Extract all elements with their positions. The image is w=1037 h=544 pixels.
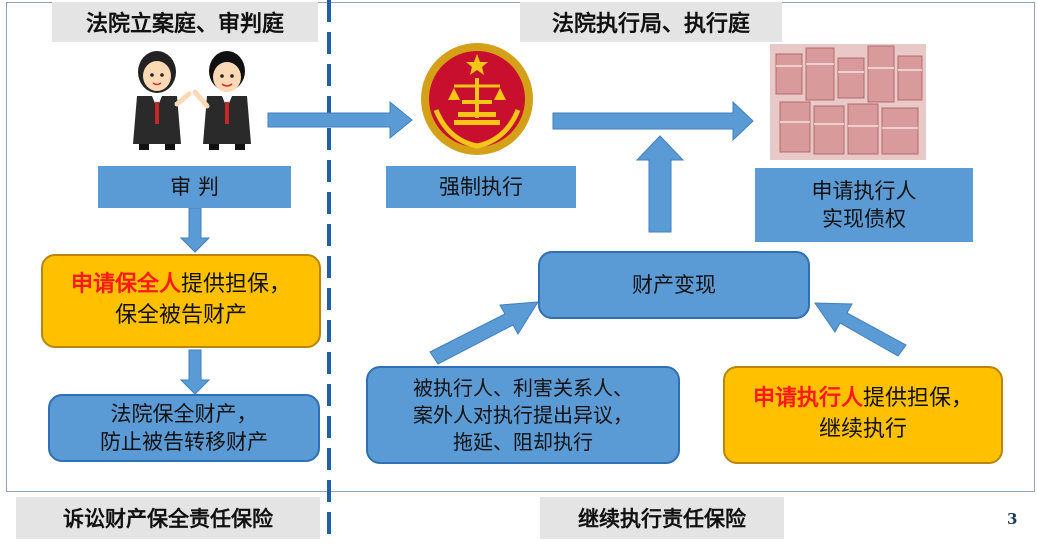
creditor-box-line1: 申请执行人 bbox=[811, 178, 917, 203]
objection-line3: 拖延、阻却执行 bbox=[453, 429, 593, 454]
continue-execution-line1: 申请执行人提供担保， bbox=[752, 386, 974, 412]
creditor-box-line2: 实现债权 bbox=[822, 207, 906, 231]
property-realization-box: 财产变现 bbox=[538, 251, 810, 319]
footer-label-execution-insurance: 继续执行责任保险 bbox=[540, 497, 784, 539]
objection-line2: 案外人对执行提出异议， bbox=[413, 402, 633, 427]
court-preservation-line1: 法院保全财产， bbox=[110, 401, 258, 426]
court-preservation-line2: 防止被告转移财产 bbox=[100, 430, 268, 454]
apply-preservation-line2: 保全被告财产 bbox=[114, 303, 247, 328]
forced-execution-box: 强制执行 bbox=[386, 166, 576, 208]
creditor-realizes-claim-box: 申请执行人 实现债权 bbox=[755, 168, 973, 242]
applicant-preservation-highlight: 申请保全人 bbox=[70, 272, 181, 298]
trial-box: 审 判 bbox=[98, 166, 291, 208]
money-stacks-image bbox=[770, 44, 926, 160]
continue-execution-line2: 继续执行 bbox=[818, 417, 907, 442]
apply-preservation-line1: 申请保全人提供担保， bbox=[70, 272, 292, 298]
court-preservation-box: 法院保全财产， 防止被告转移财产 bbox=[48, 394, 320, 462]
objection-line1: 被执行人、利害关系人、 bbox=[413, 375, 633, 400]
objection-box: 被执行人、利害关系人、 案外人对执行提出异议， 拖延、阻却执行 bbox=[366, 366, 680, 464]
header-court-trial: 法院立案庭、审判庭 bbox=[52, 2, 318, 42]
court-emblem-icon bbox=[421, 43, 533, 155]
continue-execution-box: 申请执行人提供担保， 继续执行 bbox=[723, 366, 1003, 464]
section-divider bbox=[327, 0, 331, 544]
footer-label-preservation-insurance: 诉讼财产保全责任保险 bbox=[16, 497, 320, 539]
judges-illustration bbox=[133, 51, 251, 150]
header-court-execution: 法院执行局、执行庭 bbox=[520, 2, 782, 42]
page-number: 3 bbox=[1007, 510, 1018, 528]
applicant-execution-highlight: 申请执行人 bbox=[752, 386, 863, 412]
apply-preservation-box: 申请保全人提供担保， 保全被告财产 bbox=[41, 254, 321, 348]
